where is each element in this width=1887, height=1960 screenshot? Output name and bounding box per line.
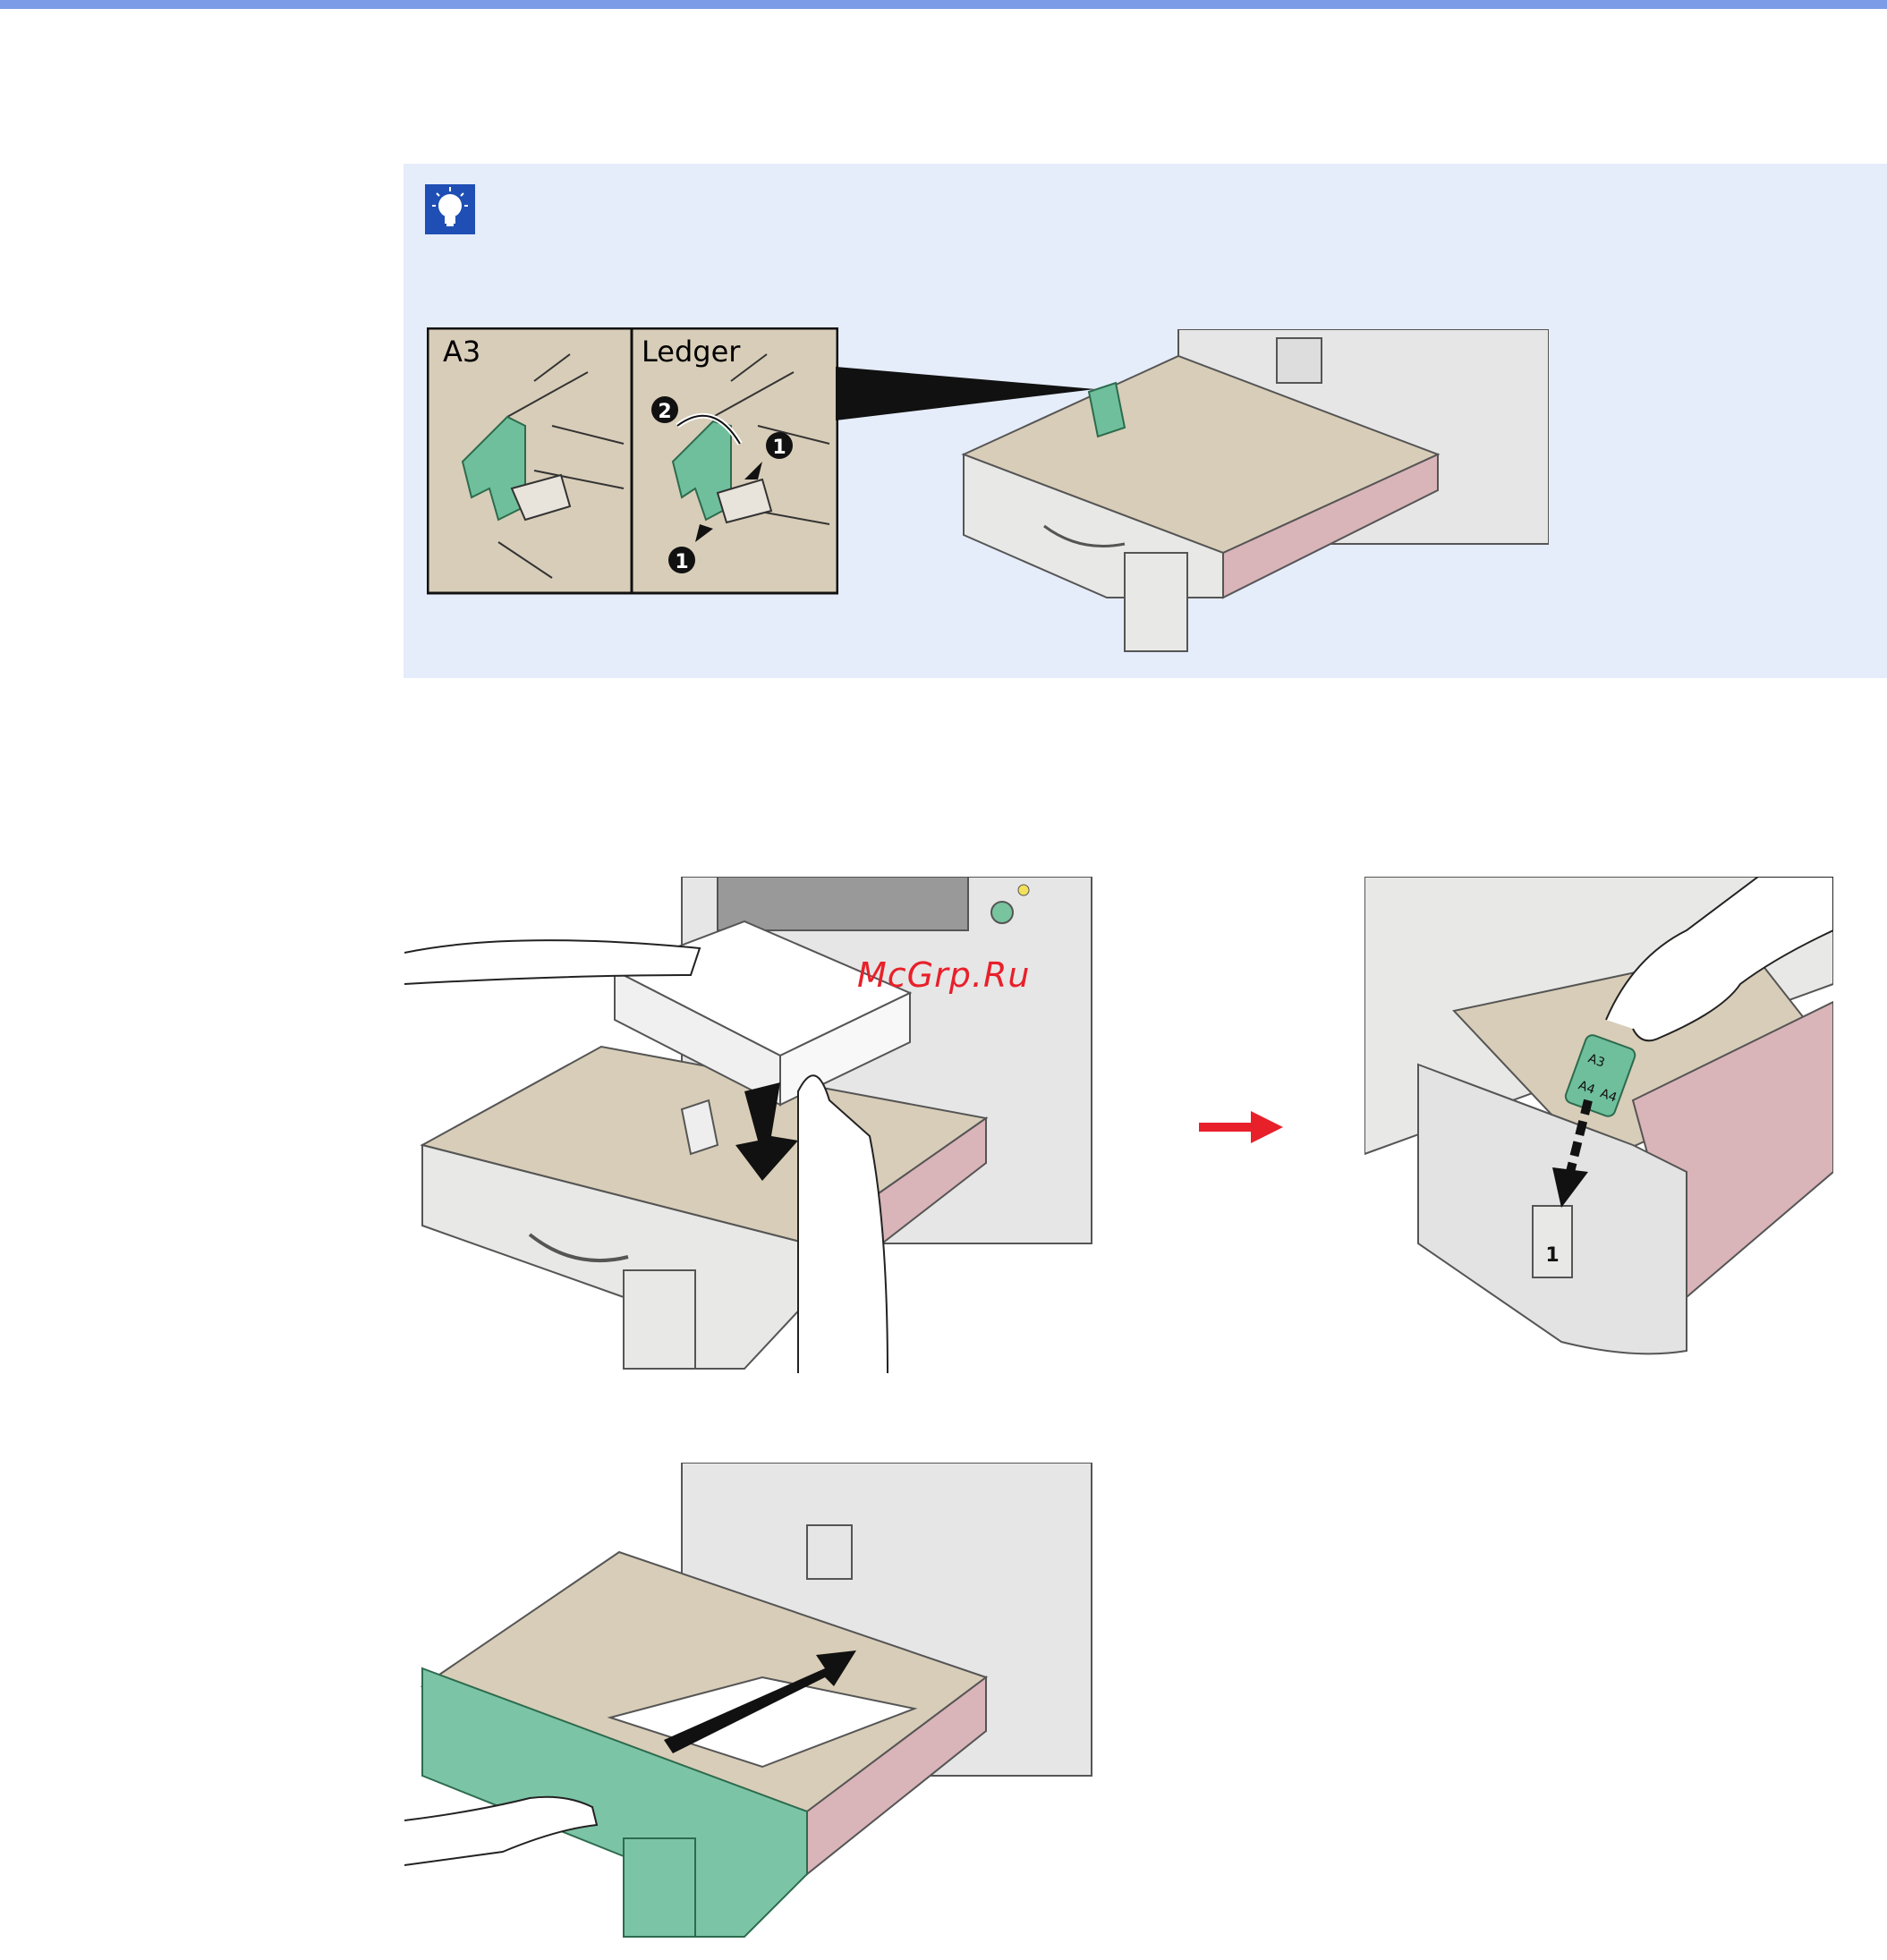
guide-inset-panels: A3 Ledger 2 1 1 [427, 327, 838, 596]
a3-panel-label: A3 [443, 335, 480, 369]
cassette-label-slot [1533, 1206, 1572, 1277]
watermark: McGrp.Ru [857, 955, 1030, 995]
svg-text:1: 1 [675, 551, 688, 573]
header-accent-bar [0, 0, 1887, 9]
svg-text:1: 1 [772, 437, 786, 459]
ledger-panel-label: Ledger [642, 335, 741, 369]
next-step-arrow [1199, 1109, 1288, 1145]
svg-text:2: 2 [658, 401, 671, 423]
load-paper-illustration [404, 877, 1093, 1373]
tray-illustration-note [955, 329, 1549, 660]
lightbulb-note-icon [423, 182, 477, 236]
insert-cassette-illustration [404, 1463, 1093, 1941]
cassette-number: 1 [1545, 1244, 1559, 1267]
size-card-illustration: 1 A3 A4 A4 [1364, 877, 1833, 1369]
